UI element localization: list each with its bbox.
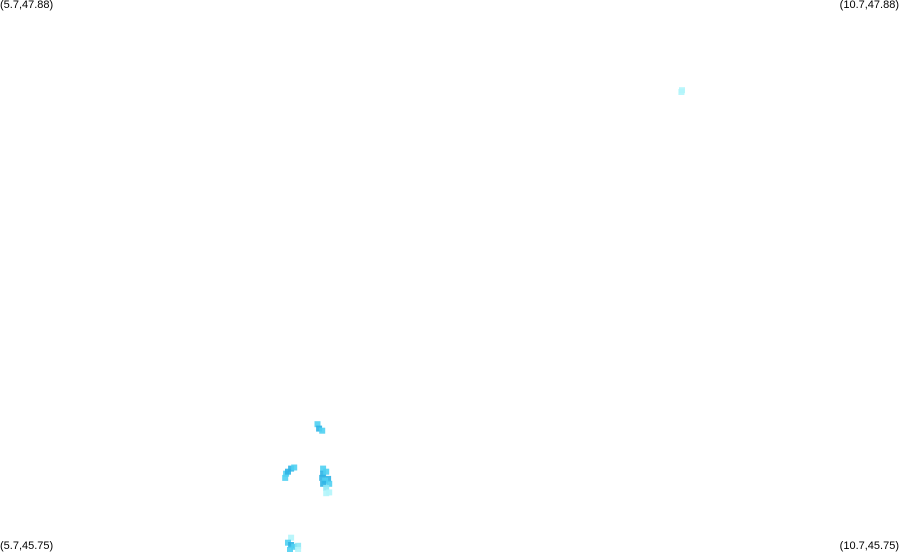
map-feature-cell bbox=[291, 543, 298, 550]
map-feature-cell bbox=[314, 421, 321, 428]
corner-label-top-right: (10.7,47.88) bbox=[839, 0, 899, 11]
corner-label-bottom-left: (5.7,45.75) bbox=[0, 540, 54, 552]
map-feature-cell bbox=[285, 468, 291, 475]
map-feature-cell bbox=[316, 425, 323, 432]
map-feature-cell bbox=[319, 427, 326, 434]
map-feature-cell bbox=[287, 546, 293, 552]
map-feature-cell bbox=[295, 542, 302, 549]
map-feature-cell bbox=[323, 468, 330, 475]
map-feature-cell bbox=[320, 465, 327, 472]
map-feature-cell bbox=[320, 470, 327, 477]
corner-label-bottom-right: (10.7,45.75) bbox=[839, 540, 899, 552]
map-feature-cell bbox=[678, 89, 685, 95]
map-feature-cell bbox=[320, 480, 327, 487]
map-feature-cell bbox=[323, 485, 330, 491]
map-feature-cell bbox=[326, 489, 333, 496]
corner-label-top-left: (5.7,47.88) bbox=[0, 0, 54, 11]
map-feature-cell bbox=[288, 534, 295, 541]
map-feature-cell bbox=[288, 465, 295, 472]
map-feature-cell bbox=[288, 542, 295, 548]
map-feature-cell bbox=[326, 480, 333, 487]
map-feature-cell bbox=[282, 474, 289, 481]
map-feature-cell bbox=[291, 464, 298, 471]
map-feature-cell bbox=[295, 546, 302, 552]
map-feature-cell bbox=[285, 539, 291, 546]
map-feature-cell bbox=[322, 477, 329, 484]
